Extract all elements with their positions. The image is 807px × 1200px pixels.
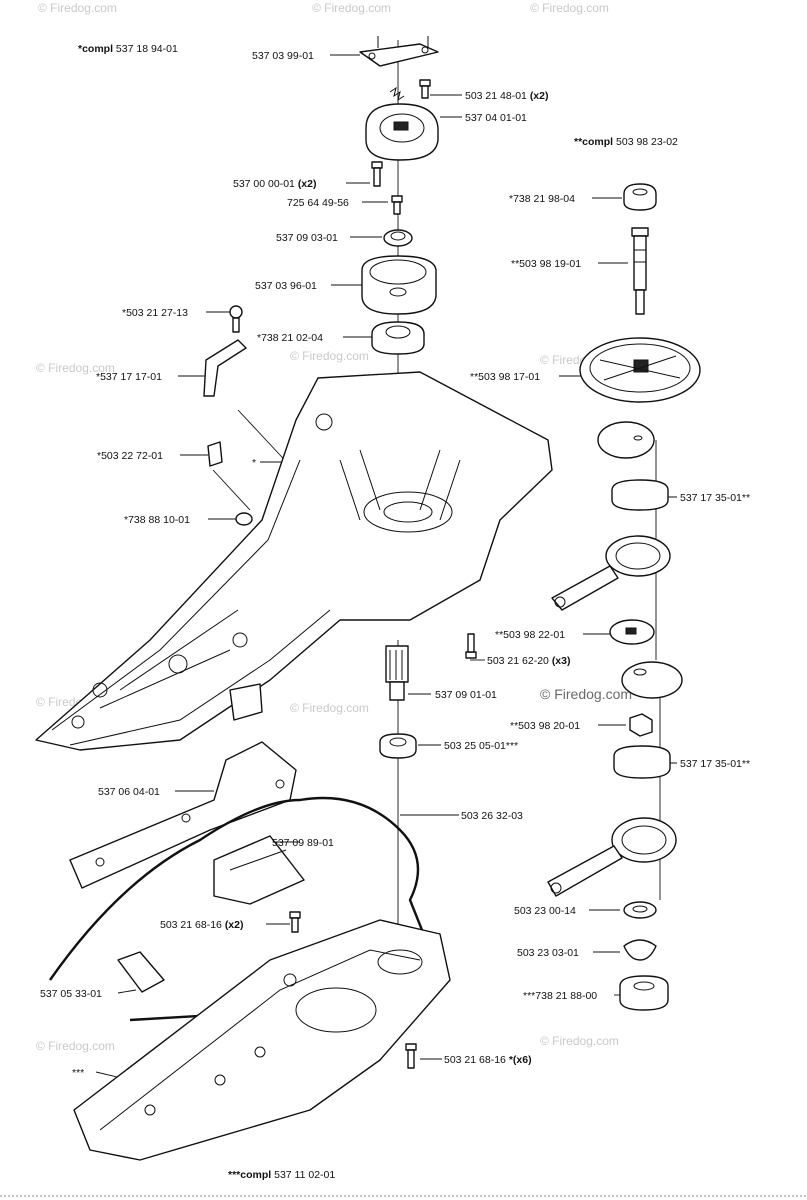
part-clip-503-22-72 (207, 441, 223, 467)
part-nut-503-98-20 (629, 713, 653, 737)
part-bottom-cover (73, 919, 451, 1161)
label-503-22-72-01: *503 22 72-01 (97, 450, 163, 462)
part-clutch-housing (365, 103, 439, 161)
part-bushing-503-25-05 (379, 733, 417, 759)
part-bracket-537-09-89 (213, 835, 305, 905)
part-gear-housing (35, 371, 553, 751)
part-screw-503-21-27 (229, 305, 243, 333)
part-screw-503-21-68-x6 (405, 1043, 417, 1069)
part-washer-503-98-22 (609, 619, 655, 645)
label-503-23-03-01: 503 23 03-01 (517, 947, 579, 959)
label-537-04-01-01: 537 04 01-01 (465, 112, 527, 124)
part-washer-503-23-03 (623, 939, 657, 961)
part-bracket-plate (359, 36, 439, 67)
part-screw-503-21-62 (465, 633, 477, 659)
label-537-09-01-01: 537 09 01-01 (435, 689, 497, 701)
label-compl-537-18-94-01: *compl 537 18 94-01 (78, 43, 178, 55)
part-screw-537-00 (371, 161, 383, 187)
part-screw-small (419, 79, 431, 99)
label-503-23-00-14: 503 23 00-14 (514, 905, 576, 917)
label-503-98-17-01: **503 98 17-01 (470, 371, 540, 383)
part-bearing-ring-lower (613, 745, 671, 779)
label-503-98-19-01: **503 98 19-01 (511, 258, 581, 270)
part-disc-upper (597, 421, 655, 459)
label-503-21-62-20: 503 21 62-20 (x3) (487, 655, 571, 667)
part-washer-725 (391, 195, 403, 215)
label-503-21-48-01: 503 21 48-01 (x2) (465, 90, 549, 102)
part-plate-537-06-04 (69, 741, 297, 889)
label-537-00-00-01: 537 00 00-01 (x2) (233, 178, 317, 190)
label-537-03-99-01: 537 03 99-01 (252, 50, 314, 62)
watermark: © Firedog.com (36, 1039, 115, 1053)
part-clutch-drum (361, 255, 437, 315)
label-537-17-17-01: *537 17 17-01 (96, 371, 162, 383)
part-crank-arm-upper (551, 535, 671, 611)
part-crank-arm-lower (547, 817, 677, 897)
part-screw-503-21-68-x2 (289, 911, 301, 933)
part-bushing-537-09-03 (383, 229, 413, 247)
label-738-88-10-01: *738 88 10-01 (124, 514, 190, 526)
part-bearing-ring-upper (611, 479, 669, 511)
label-503-98-22-01: **503 98 22-01 (495, 629, 565, 641)
label-537-05-33-01: 537 05 33-01 (40, 988, 102, 1000)
watermark: © Firedog.com (540, 1034, 619, 1048)
part-clip-537-05-33 (117, 951, 165, 993)
part-pinion-537-09-01 (385, 645, 409, 701)
label-725-64-49-56: 725 64 49-56 (287, 197, 349, 209)
label-537-09-89-01: 537 09 89-01 (272, 837, 334, 849)
watermark: © Firedog.com (290, 701, 369, 715)
label-738-21-02-04: *738 21 02-04 (257, 332, 323, 344)
part-bearing-738-21-02 (371, 321, 425, 355)
part-spring (389, 86, 405, 102)
label-503-98-20-01: **503 98 20-01 (510, 720, 580, 732)
watermark: © Firedog.com (290, 349, 369, 363)
part-washer-503-23-00 (623, 901, 657, 919)
part-labels: *compl 537 18 94-01 537 03 99-01 503 21 … (40, 43, 750, 1181)
watermark: © Firedog.com (530, 1, 609, 15)
part-lever-537-17-17 (203, 339, 247, 397)
label-503-21-27-13: *503 21 27-13 (122, 307, 188, 319)
part-seal-738-21-98 (623, 183, 657, 211)
part-gear-503-98-17 (579, 337, 701, 403)
watermark: © Firedog.com (312, 1, 391, 15)
label-503-21-68-16-x6: 503 21 68-16 *(x6) (444, 1054, 532, 1066)
label-537-17-35-01-upper: 537 17 35-01** (680, 492, 750, 504)
label-537-09-03-01: 537 09 03-01 (276, 232, 338, 244)
label-compl-503-98-23-02: **compl 503 98 23-02 (574, 136, 678, 148)
label-compl-537-11-02-01: ***compl 537 11 02-01 (228, 1169, 335, 1181)
label-537-17-35-01-lower: 537 17 35-01** (680, 758, 750, 770)
part-shaft-503-98-19 (631, 227, 649, 315)
label-503-26-32-03: 503 26 32-03 (461, 810, 523, 822)
watermark: © Firedog.com (38, 1, 117, 15)
label-503-21-68-16-x2: 503 21 68-16 (x2) (160, 919, 244, 931)
label-503-25-05-01: 503 25 05-01*** (444, 740, 518, 752)
label-stars3: *** (72, 1067, 84, 1079)
label-537-03-96-01: 537 03 96-01 (255, 280, 317, 292)
part-disc-lower (621, 661, 683, 699)
parts (35, 36, 701, 1161)
part-seal-738-21-88 (619, 975, 669, 1011)
label-star: * (252, 457, 256, 469)
label-738-21-98-04: *738 21 98-04 (509, 193, 575, 205)
watermark-prominent: © Firedog.com (540, 686, 632, 702)
label-537-06-04-01: 537 06 04-01 (98, 786, 160, 798)
watermark: © Firedog.com (36, 361, 115, 375)
label-738-21-88-00: ***738 21 88-00 (523, 990, 597, 1002)
part-plug-738-88-10 (235, 512, 253, 526)
